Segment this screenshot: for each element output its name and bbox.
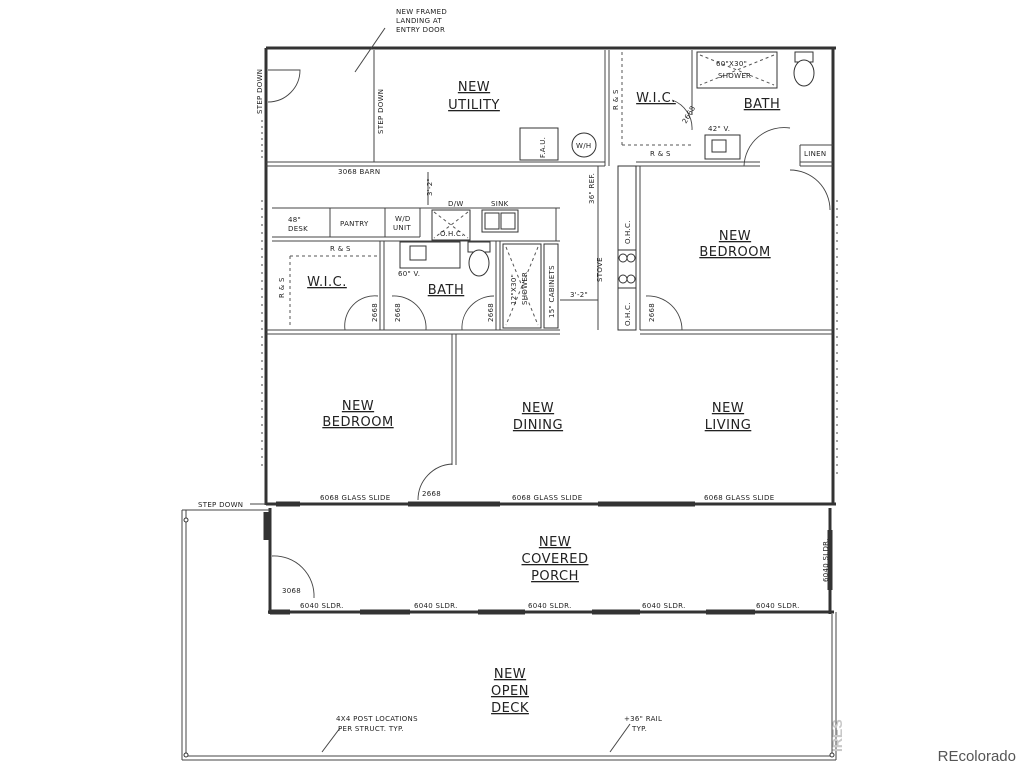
dim-3-2-top: 3'-2" xyxy=(426,178,434,196)
bedroom-right-label-1: NEW xyxy=(719,229,751,244)
vanity-60: 60" V. xyxy=(398,270,420,278)
dim-3-2-mid: 3'-2" xyxy=(570,291,588,299)
bath-mid-label: BATH xyxy=(428,283,465,298)
wd-label-1: W/D xyxy=(395,215,411,223)
stove-label: STOVE xyxy=(596,257,604,282)
ohc-right-top: O.H.C. xyxy=(624,220,632,244)
ohc-right-bot: O.H.C. xyxy=(624,302,632,326)
ref-label: 36" REF. xyxy=(588,173,596,204)
cabinets-label: 15" CABINETS xyxy=(548,265,556,318)
dining-label-1: NEW xyxy=(522,401,554,416)
posts-note-1: 4X4 POST LOCATIONS xyxy=(336,715,418,723)
door-2668-b: 2668 xyxy=(394,303,402,322)
bedroom-right-label-2: BEDROOM xyxy=(699,245,770,260)
sink-label: SINK xyxy=(491,200,509,208)
annotations: NEW FRAMED LANDING AT ENTRY DOOR STEP DO… xyxy=(198,8,830,733)
step-down-left: STEP DOWN xyxy=(256,69,264,114)
bath-top-label: BATH xyxy=(744,97,781,112)
leader-lines xyxy=(250,27,631,753)
windows xyxy=(261,120,838,615)
shower-top-1: 60"X30" xyxy=(716,60,747,68)
vanity-42: 42" V. xyxy=(708,125,730,133)
landing-note-2: LANDING AT xyxy=(396,17,442,25)
porch-label-1: NEW xyxy=(539,535,571,550)
shower-top-2: SHOWER xyxy=(718,72,751,80)
wic-mid-label: W.I.C. xyxy=(307,275,347,290)
sldr-2: 6040 SLDR. xyxy=(414,602,458,610)
posts-note-2: PER STRUCT. TYP. xyxy=(338,725,404,733)
rail-note-2: TYP. xyxy=(631,725,647,733)
wic-top-label: W.I.C. xyxy=(636,91,676,106)
utility-label-2: UTILITY xyxy=(448,98,500,113)
deck-label-1: NEW xyxy=(494,667,526,682)
pantry-label: PANTRY xyxy=(340,220,369,228)
sldr-4: 6040 SLDR. xyxy=(642,602,686,610)
bedroom-left-label-1: NEW xyxy=(342,399,374,414)
interior-walls xyxy=(266,50,833,465)
barn-door-label: 3068 BARN xyxy=(338,168,380,176)
landing-note-3: ENTRY DOOR xyxy=(396,26,445,34)
linen-label: LINEN xyxy=(804,150,826,158)
side-watermark: IRES xyxy=(829,719,845,752)
step-down-deck: STEP DOWN xyxy=(198,501,243,509)
rs-top-horiz: R & S xyxy=(650,150,671,158)
rs-top-vert: R & S xyxy=(612,89,620,110)
door-2668-c: 2668 xyxy=(487,303,495,322)
glass-slide-3: 6068 GLASS SLIDE xyxy=(704,494,774,502)
wh-label: W/H xyxy=(576,142,591,150)
deck-label-3: DECK xyxy=(491,701,529,716)
door-2668-dining: 2668 xyxy=(422,490,441,498)
room-labels: NEW UTILITY W.I.C. BATH NEW BEDROOM W.I.… xyxy=(307,80,780,716)
rs-mid-vert: R & S xyxy=(278,277,286,298)
shower-mid-1: 12"X30" xyxy=(510,274,518,305)
deck-label-2: OPEN xyxy=(491,684,529,699)
dw-label: D/W xyxy=(448,200,464,208)
sldr-3: 6040 SLDR. xyxy=(528,602,572,610)
living-label-2: LIVING xyxy=(705,418,752,433)
porch-label-3: PORCH xyxy=(531,569,579,584)
fau-label: F.A.U. xyxy=(539,137,547,158)
rs-mid: R & S xyxy=(330,245,351,253)
living-label-1: NEW xyxy=(712,401,744,416)
shower-mid-2: SHOWER xyxy=(521,272,529,305)
sldr-5: 6040 SLDR. xyxy=(756,602,800,610)
desk-label-2: DESK xyxy=(288,225,308,233)
sldr-1: 6040 SLDR. xyxy=(300,602,344,610)
ohc-kitchen: O.H.C. xyxy=(440,230,464,238)
door-2668-d: 2668 xyxy=(648,303,656,322)
porch-label-2: COVERED xyxy=(522,552,589,567)
watermark: REcolorado xyxy=(938,748,1016,765)
utility-label-1: NEW xyxy=(458,80,490,95)
door-2668-a: 2668 xyxy=(371,303,379,322)
step-down-utility: STEP DOWN xyxy=(377,89,385,134)
fixtures xyxy=(183,51,835,758)
dining-label-2: DINING xyxy=(513,418,563,433)
sldr-right: 6040 SLDR. xyxy=(822,538,830,582)
rail-note-1: +36" RAIL xyxy=(624,715,662,723)
doors xyxy=(267,69,831,599)
glass-slide-2: 6068 GLASS SLIDE xyxy=(512,494,582,502)
glass-slide-1: 6068 GLASS SLIDE xyxy=(320,494,390,502)
porch-door-label: 3068 xyxy=(282,587,301,595)
wd-label-2: UNIT xyxy=(393,224,411,232)
desk-label-1: 48" xyxy=(288,216,301,224)
bedroom-left-label-2: BEDROOM xyxy=(322,415,393,430)
landing-note-1: NEW FRAMED xyxy=(396,8,447,16)
